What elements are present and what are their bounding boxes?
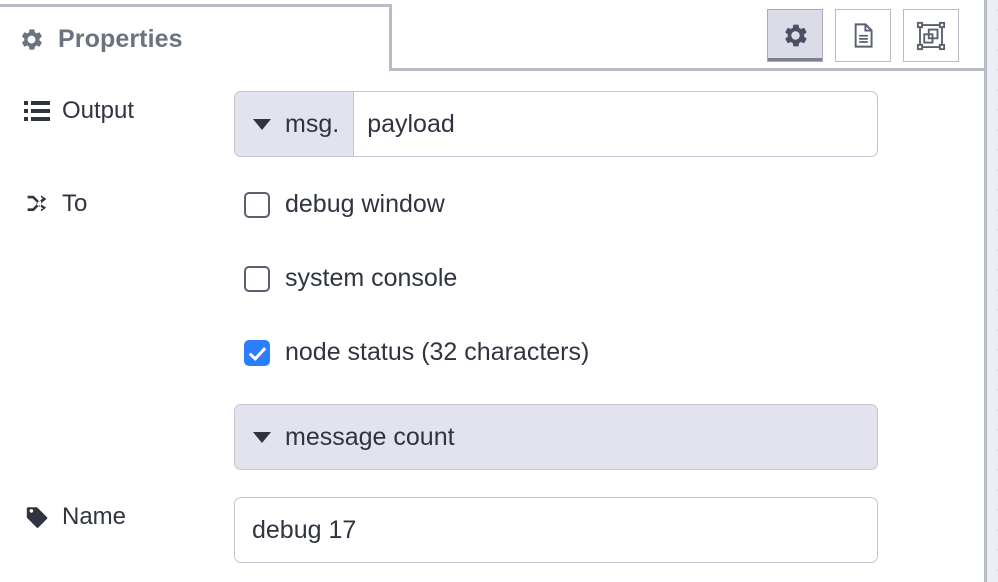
- flow-canvas-strip: [987, 0, 998, 582]
- checkbox-system-console-box[interactable]: [244, 265, 270, 292]
- gear-icon: [18, 26, 45, 53]
- status-type-select[interactable]: message count: [234, 404, 878, 470]
- gear-icon: [781, 21, 810, 50]
- tag-icon: [24, 505, 50, 530]
- document-icon: [849, 21, 878, 50]
- output-property-input[interactable]: msg. payload: [234, 91, 878, 157]
- output-property-type-select[interactable]: msg.: [235, 92, 355, 156]
- to-row: To debug window system console node stat…: [0, 184, 985, 470]
- properties-tab-button[interactable]: [767, 9, 823, 62]
- checkbox-debug-window-box[interactable]: [244, 191, 270, 218]
- checkbox-node-status-box[interactable]: [244, 339, 270, 366]
- name-row: Name debug 17: [0, 497, 985, 563]
- tab-bar: Properties: [0, 0, 985, 71]
- output-property-prefix: msg.: [285, 109, 340, 138]
- chevron-down-icon: [253, 118, 271, 130]
- checkbox-debug-window-label: debug window: [285, 190, 445, 218]
- chevron-down-icon: [253, 431, 271, 443]
- checkbox-system-console[interactable]: system console: [244, 264, 457, 293]
- tab-properties[interactable]: Properties: [0, 4, 392, 71]
- checkbox-node-status[interactable]: node status (32 characters): [244, 338, 589, 367]
- tab-bar-baseline: [391, 68, 985, 71]
- output-property-value[interactable]: payload: [367, 109, 455, 138]
- status-type-select-value: message count: [285, 422, 455, 451]
- shuffle-icon: [24, 192, 50, 216]
- appearance-icon: [916, 21, 946, 51]
- output-row: Output msg. payload: [0, 91, 985, 157]
- panel-divider: [984, 0, 987, 582]
- appearance-tab-button[interactable]: [903, 9, 959, 62]
- description-tab-button[interactable]: [835, 9, 891, 62]
- checkbox-debug-window[interactable]: debug window: [244, 190, 445, 219]
- output-label: Output: [0, 91, 234, 131]
- to-label-text: To: [62, 190, 88, 217]
- checkbox-node-status-label: node status (32 characters): [285, 338, 590, 366]
- tab-properties-label: Properties: [58, 24, 183, 53]
- name-label-text: Name: [62, 503, 127, 530]
- output-label-text: Output: [62, 97, 135, 124]
- tab-icon-buttons: [767, 9, 959, 62]
- name-label: Name: [0, 497, 234, 537]
- to-label: To: [0, 184, 234, 224]
- checkbox-system-console-label: system console: [285, 264, 458, 292]
- name-input[interactable]: debug 17: [234, 497, 878, 563]
- list-icon: [24, 100, 50, 122]
